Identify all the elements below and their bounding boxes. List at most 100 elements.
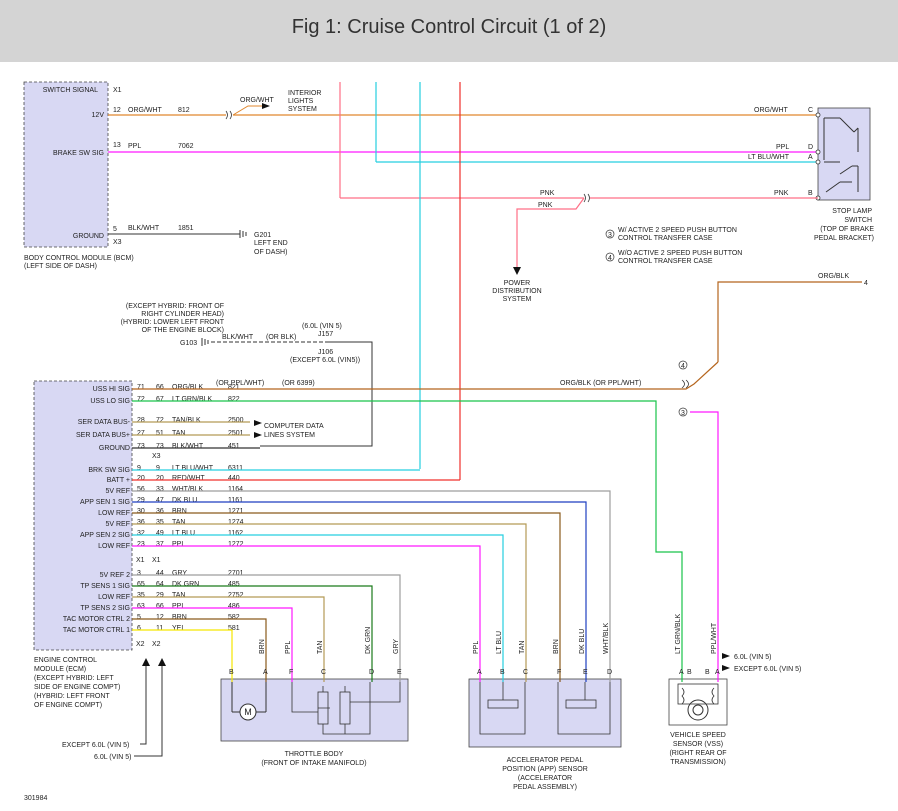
power-dist-label-1: POWER — [504, 280, 530, 287]
vin-line-2 — [134, 666, 163, 757]
component-pin: A — [477, 669, 482, 676]
vss-label-2: SENSOR (VSS) — [673, 741, 723, 748]
ecm-conn-x2-b: X2 — [152, 641, 161, 648]
vss-label-1: VEHICLE SPEED — [670, 732, 726, 739]
ecm-pin-num-a: 56 — [137, 486, 145, 493]
stop-lamp-wire-org-wht: ORG/WHT — [754, 107, 789, 114]
component-pin: F — [557, 669, 561, 676]
stop-lamp-pin-d: D — [808, 144, 813, 151]
ecm-pin-label: 5V REF 2 — [100, 572, 130, 579]
vss-sensor — [668, 678, 728, 726]
ecm-circuit-number: 1271 — [228, 508, 244, 515]
ecm-pin-num-b: 73 — [156, 443, 164, 450]
app-wire-color: LT BLU — [496, 631, 503, 654]
arrow-icon — [513, 267, 521, 275]
note-3: 3 W/ ACTIVE 2 SPEED PUSH BUTTON CONTROL … — [605, 227, 737, 242]
component-pin: B — [500, 669, 505, 676]
ecm-pin-num-a: 72 — [137, 396, 145, 403]
ecm-pin-num-b: 51 — [156, 430, 164, 437]
ecm-pin-num-a: 32 — [137, 530, 145, 537]
bcm-pin-brake-sw-sig: BRAKE SW SIG — [53, 150, 104, 157]
throttle-wire-color: DK GRN — [365, 627, 372, 654]
ecm-pin-num-b: 20 — [156, 475, 164, 482]
throttle-body: M — [220, 678, 409, 742]
ecm-wire-color: DK GRN — [172, 581, 199, 588]
ecm-circuit-number: 821 — [228, 384, 240, 391]
wire-tp-sens2 — [132, 607, 293, 682]
svg-text:3: 3 — [608, 232, 612, 239]
ecm-circuit-number: 440 — [228, 475, 240, 482]
stop-lamp-label-1: STOP LAMP — [832, 208, 872, 215]
wire-vss-ppl-wht — [690, 411, 719, 682]
vss-label-4: TRANSMISSION) — [670, 759, 726, 766]
ref-3: 3 — [681, 410, 685, 417]
ecm-wire-color: WHT/BLK — [172, 486, 203, 493]
g103-location-3: (HYBRID: LOWER LEFT FRONT — [121, 319, 225, 326]
ecm-wire-color: BLK/WHT — [172, 443, 204, 450]
stop-lamp-pin-c: C — [808, 107, 813, 114]
arrow-icon — [158, 658, 166, 666]
ecm-pin-label: TP SENS 1 SIG — [80, 583, 130, 590]
arrow-icon — [722, 665, 730, 671]
ecm-pin-num-b: 12 — [156, 614, 164, 621]
vin-note-6l: 6.0L (VIN 5) — [94, 754, 131, 761]
interior-lights-label-2: LIGHTS — [288, 98, 314, 105]
svg-text:W/O ACTIVE 2 SPEED PUSH BUTTON: W/O ACTIVE 2 SPEED PUSH BUTTON — [618, 250, 742, 257]
splice-j157: J157 — [318, 331, 333, 338]
ecm-circuit-number: 485 — [228, 581, 240, 588]
ecm-pin-label: BRK SW SIG — [88, 467, 130, 474]
g201-location-1: LEFT END — [254, 240, 288, 247]
wire-app-sen2 — [132, 534, 504, 682]
g103-label: G103 — [180, 340, 197, 347]
computer-data-label-2: LINES SYSTEM — [264, 432, 315, 439]
interior-lights-label-1: INTERIOR — [288, 90, 321, 97]
connector-break — [225, 110, 232, 120]
component-pin: A — [715, 669, 720, 676]
ecm-circuit-number: 2501 — [228, 430, 244, 437]
ecm-pin-label: SER DATA BUS+ — [76, 432, 130, 439]
bcm-pin-num-12: 12 — [113, 107, 121, 114]
ecm-circuit-number: 6311 — [228, 465, 243, 472]
wire-tp-sens1 — [132, 585, 373, 682]
ecm-conn-x1-b: X1 — [152, 557, 161, 564]
ecm-pin-num-a: 28 — [137, 417, 145, 424]
ecm-name-line: OF ENGINE COMPT) — [34, 702, 102, 709]
ecm-wire-color: LT GRN/BLK — [172, 396, 213, 403]
app-label-3: (ACCELERATOR — [518, 775, 572, 782]
app-wire-color: BRN — [553, 639, 560, 654]
vss-wire-color: LT GRN/BLK — [675, 613, 682, 654]
note-4: 4 W/O ACTIVE 2 SPEED PUSH BUTTON CONTROL… — [605, 250, 742, 265]
app-label-2: POSITION (APP) SENSOR — [502, 766, 588, 773]
ecm-wire-color: GRY — [172, 570, 187, 577]
ecm-pin-num-a: 27 — [137, 430, 145, 437]
figure-header: Fig 1: Cruise Control Circuit (1 of 2) — [0, 0, 898, 62]
ecm-conn-x1-a: X1 — [136, 557, 145, 564]
stop-lamp-pin-b: B — [808, 190, 813, 197]
wire-5v-ref2-tb — [132, 574, 401, 682]
bcm-wire-ppl: PPL — [128, 143, 141, 150]
vss-wire-color: PPL/WHT — [711, 622, 718, 654]
g103-location-4: OF THE ENGINE BLOCK) — [142, 327, 224, 334]
g103-location-1: (EXCEPT HYBRID: FRONT OF — [126, 303, 224, 310]
splice-note-2: (EXCEPT 6.0L (VIN5)) — [290, 357, 360, 364]
computer-data-label-1: COMPUTER DATA — [264, 423, 324, 430]
component-pin: C — [523, 669, 528, 676]
ecm-circuit-number: 1274 — [228, 519, 244, 526]
wire-5v-ref-app-c — [132, 523, 527, 682]
ecm-pin-num-a: 36 — [137, 519, 145, 526]
ecm-wire-color: TAN — [172, 430, 185, 437]
power-wire-pnk-1: PNK — [540, 190, 555, 197]
app-wire-color: PPL — [473, 641, 480, 654]
figure-title: Fig 1: Cruise Control Circuit (1 of 2) — [291, 16, 607, 38]
wire-low-ref-app-a — [132, 545, 481, 682]
org-blk-right-label: ORG/BLK — [818, 273, 849, 280]
ecm-pin-label: USS LO SIG — [90, 398, 130, 405]
ecm-name-line: (EXCEPT HYBRID: LEFT — [34, 675, 114, 682]
component-pin: F — [289, 669, 293, 676]
bcm-conn-x1: X1 — [113, 87, 122, 94]
ecm-name-line: MODULE (ECM) — [34, 666, 86, 673]
bcm-circuit-7062: 7062 — [178, 143, 194, 150]
bcm-circuit-812: 812 — [178, 107, 190, 114]
wire-5v-ref-app-d — [132, 490, 611, 682]
bcm-name: BODY CONTROL MODULE (BCM) — [24, 255, 134, 262]
